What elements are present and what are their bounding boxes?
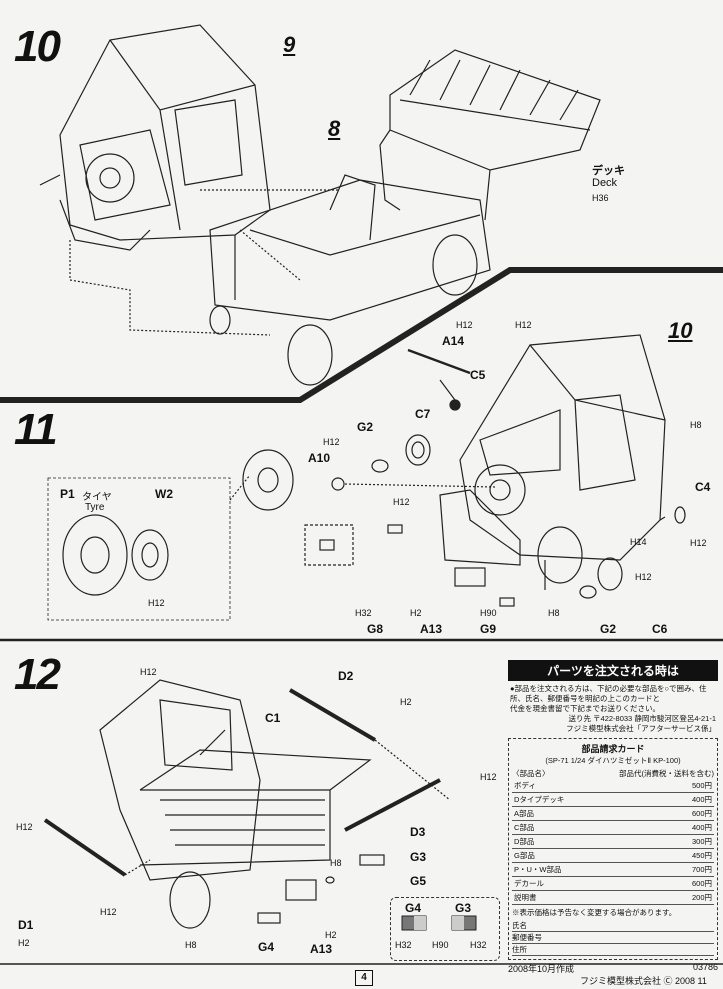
color-g8: H32 xyxy=(355,608,372,618)
note-h32-b: H32 xyxy=(470,940,487,950)
card-subtitle: (SP-71 1/24 ダイハツミゼットⅡ KP-100) xyxy=(545,756,681,765)
part-w2: W2 xyxy=(155,487,173,501)
part-a10: A10 xyxy=(308,451,331,465)
part-g2-left: G2 xyxy=(357,420,374,434)
part-c4: C4 xyxy=(695,480,711,494)
form-address-field: 住所 xyxy=(512,944,714,956)
decal-note-box xyxy=(390,897,500,961)
color-low: H12 xyxy=(100,907,117,917)
subassembly-ref-10: 10 xyxy=(668,318,693,343)
part-g2-right: G2 xyxy=(600,622,617,636)
color-d2: H2 xyxy=(400,697,412,707)
part-g4: G4 xyxy=(258,940,275,954)
part-a14: A14 xyxy=(442,334,465,348)
order-panel-title: パーツを注文される時は xyxy=(508,660,718,681)
price-notice: ※表示価格は予告なく変更する場合があります。 xyxy=(512,908,677,917)
note-h90: H90 xyxy=(432,940,449,950)
part-d1: D1 xyxy=(18,918,34,932)
part-a13-s12: A13 xyxy=(310,942,333,956)
tyre-label-en: Tyre xyxy=(85,502,105,513)
copyright-footer: フジミ模型株式会社 Ⓒ 2008 11 xyxy=(580,976,707,986)
color-d3: H12 xyxy=(480,772,497,782)
part-c7: C7 xyxy=(415,407,431,421)
subassembly-ref-8: 8 xyxy=(328,116,341,141)
color-g3: H8 xyxy=(330,858,342,868)
color-a10: H12 xyxy=(323,437,340,447)
note-h32-a: H32 xyxy=(395,940,412,950)
note-g4: G4 xyxy=(405,901,422,915)
color-top-left: H12 xyxy=(140,667,157,677)
part-c1: C1 xyxy=(265,711,281,725)
part-c6: C6 xyxy=(652,622,668,636)
color-c4: H12 xyxy=(690,538,707,548)
color-d1: H12 xyxy=(16,822,33,832)
part-g8: G8 xyxy=(367,622,384,636)
deck-label-jp: デッキ xyxy=(592,165,625,177)
color-bottom: H8 xyxy=(548,608,560,618)
card-footer: 2008年10月作成 03786 xyxy=(508,962,718,974)
part-d2: D2 xyxy=(338,669,354,683)
color-a13-s12: H2 xyxy=(325,930,337,940)
note-g3: G3 xyxy=(455,901,472,915)
deck-color-code: H36 xyxy=(592,193,609,203)
part-d3: D3 xyxy=(410,825,426,839)
part-c5: C5 xyxy=(470,368,486,382)
color-h14: H14 xyxy=(630,537,647,547)
step-number-12: 12 xyxy=(14,650,61,699)
step-number-11: 11 xyxy=(14,405,58,454)
parts-request-card: 部品請求カード (SP-71 1/24 ダイハツミゼットⅡ KP-100) 〈部… xyxy=(508,738,718,960)
color-cab-top: H12 xyxy=(515,320,532,330)
part-p1: P1 xyxy=(60,487,75,501)
order-instructions: ●部品を注文される方は、下記の必要な部品を○で囲み、住所、氏名、郵便番号を明記の… xyxy=(510,684,716,733)
color-d1-h2: H2 xyxy=(18,938,30,948)
color-a13: H2 xyxy=(410,608,422,618)
color-c6: H12 xyxy=(635,572,652,582)
card-title: 部品請求カード xyxy=(581,744,645,754)
card-column-headers: 〈部品名〉 部品代(消費税・送料を含む) xyxy=(512,769,714,778)
form-zip-field: 郵便番号 xyxy=(512,932,714,944)
part-a13: A13 xyxy=(420,622,443,636)
color-w2: H12 xyxy=(148,598,165,608)
part-g9: G9 xyxy=(480,622,497,636)
tyre-label-jp: タイヤ xyxy=(82,492,112,503)
subassembly-ref-9: 9 xyxy=(283,32,296,57)
color-side: H8 xyxy=(690,420,702,430)
parts-order-panel: パーツを注文される時は ●部品を注文される方は、下記の必要な部品を○で囲み、住所… xyxy=(508,660,718,974)
color-a14: H12 xyxy=(456,320,473,330)
part-g5: G5 xyxy=(410,874,427,888)
step-number-10: 10 xyxy=(14,22,61,71)
color-g4: H8 xyxy=(185,940,197,950)
part-g3: G3 xyxy=(410,850,427,864)
color-g9: H90 xyxy=(480,608,497,618)
form-name-field: 氏名 xyxy=(512,920,714,932)
page-number: 4 xyxy=(355,970,373,986)
color-mid: H12 xyxy=(393,497,410,507)
deck-label-en: Deck xyxy=(592,177,618,189)
